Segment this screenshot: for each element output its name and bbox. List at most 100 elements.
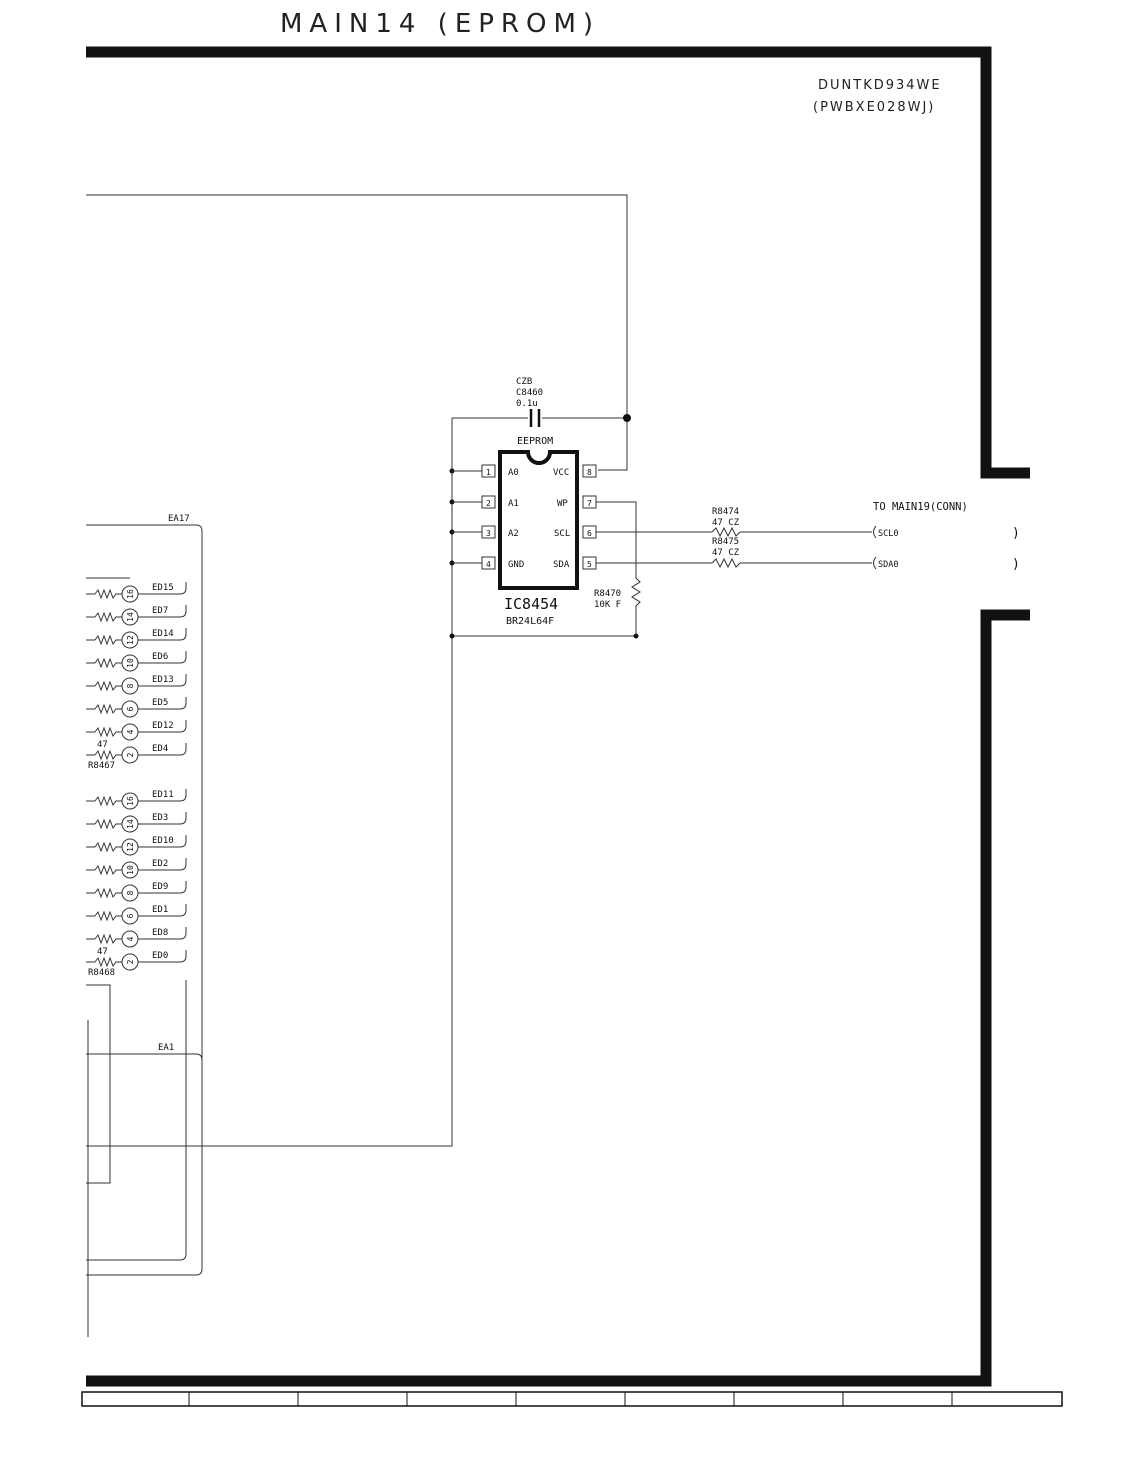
group2-line-ed9: 8 ED9	[86, 881, 187, 902]
pin-8-name: VCC	[553, 468, 569, 478]
capacitor-ref: C8460	[516, 388, 543, 398]
pin-5-name: SDA	[553, 560, 570, 570]
pin-4-num: 4	[486, 560, 491, 569]
pin-5-num: 5	[587, 560, 592, 569]
pin-num: 12	[126, 635, 135, 645]
group2-line-ed1: 6 ED1	[86, 904, 187, 925]
pin-7-num: 7	[587, 499, 592, 508]
bus-ea1: EA1	[158, 1043, 174, 1053]
r8467-ref: R8467	[88, 761, 115, 771]
r8474-value: 47 CZ	[712, 518, 740, 528]
pin-num: 2	[126, 959, 135, 964]
eeprom-ic: EEPROM IC8454 BR24L64F 1 2 3 4 A0 A1 A2 …	[452, 436, 597, 627]
pin-8-num: 8	[587, 468, 592, 477]
ground-rail	[86, 418, 639, 1147]
r8468-value: 47	[97, 947, 108, 957]
group1-line-ed6: 10 ED6	[86, 651, 187, 672]
ic-label-top: EEPROM	[517, 436, 553, 447]
pin-num: 4	[126, 936, 135, 941]
pin-num: 2	[126, 752, 135, 757]
connector-main19: TO MAIN19(CONN) SCL0 SDA0 ) )	[873, 501, 1020, 572]
pin-num: 16	[126, 589, 135, 599]
page-title: MAIN14 (EPROM)	[280, 9, 600, 39]
pin-1-num: 1	[486, 468, 491, 477]
capacitor-c8460: CZB C8460 0.1u	[516, 377, 543, 427]
pin-4-name: GND	[508, 560, 524, 570]
ic-part: BR24L64F	[506, 616, 554, 627]
group1-line-ed15: 16 ED15	[86, 582, 187, 603]
group2-line-ed11: 16 ED11	[86, 789, 187, 810]
pwb-id: (PWBXE028WJ)	[813, 100, 935, 115]
group2-line-ed2: 10 ED2	[86, 858, 187, 879]
group1-line-ed7: 14 ED7	[86, 605, 187, 626]
group2-line-ed10: 12 ED10	[86, 835, 187, 856]
signal-label: ED7	[152, 606, 168, 616]
data-bus-lines: 16ED1514ED712ED1410ED68ED136ED54ED122ED4…	[86, 582, 187, 971]
signal-label: ED11	[152, 790, 174, 800]
pin-2-num: 2	[486, 499, 491, 508]
pin-3-name: A2	[508, 529, 519, 539]
pin-num: 12	[126, 842, 135, 852]
bottom-grid-strip	[81, 1391, 1063, 1407]
r8468-ref: R8468	[88, 968, 115, 978]
signal-label: ED0	[152, 951, 168, 961]
pin-num: 4	[126, 729, 135, 734]
signal-label: ED9	[152, 882, 168, 892]
r8470-ref: R8470	[594, 589, 621, 599]
pin-6-name: SCL	[554, 529, 570, 539]
ic-ref: IC8454	[504, 595, 558, 613]
signal-label: ED8	[152, 928, 168, 938]
pin-num: 6	[126, 706, 135, 711]
signal-label: ED6	[152, 652, 168, 662]
sda-line: R8475 47 CZ	[596, 537, 872, 569]
signal-label: ED12	[152, 721, 174, 731]
group2-line-ed8: 4 ED8	[86, 927, 187, 948]
r8470-value: 10K F	[594, 600, 621, 610]
pin-7-name: WP	[557, 499, 568, 509]
pin-num: 16	[126, 796, 135, 806]
r8475-value: 47 CZ	[712, 548, 740, 558]
pin-num: 10	[126, 865, 135, 875]
group2-line-ed0: 2 ED0	[86, 950, 187, 971]
pin-2-name: A1	[508, 499, 519, 509]
capacitor-type: CZB	[516, 377, 532, 387]
signal-label: ED4	[152, 744, 168, 754]
r8467-value: 47	[97, 740, 108, 750]
group1-line-ed4: 2 ED4	[86, 743, 187, 764]
group1-line-ed12: 4 ED12	[86, 720, 187, 741]
board-id: DUNTKD934WE	[818, 78, 942, 93]
signal-label: ED13	[152, 675, 174, 685]
pin-1-name: A0	[508, 468, 519, 478]
signal-sda0: SDA0	[878, 560, 898, 570]
signal-label: ED10	[152, 836, 174, 846]
scl-line: R8474 47 CZ	[596, 507, 872, 538]
group1-line-ed14: 12 ED14	[86, 628, 187, 649]
signal-label: ED15	[152, 583, 174, 593]
pin-num: 14	[126, 819, 135, 829]
vcc-wire	[86, 194, 631, 471]
pin-6-num: 6	[587, 529, 592, 538]
signal-label: ED5	[152, 698, 168, 708]
svg-text:): )	[1012, 557, 1020, 572]
bus-ea17: EA17	[168, 514, 190, 524]
pin-num: 14	[126, 612, 135, 622]
pin-num: 10	[126, 658, 135, 668]
connector-label: TO MAIN19(CONN)	[873, 501, 968, 513]
pin-num: 8	[126, 890, 135, 895]
signal-label: ED2	[152, 859, 168, 869]
address-bus: EA17 EA1	[86, 514, 203, 1337]
r8474-ref: R8474	[712, 507, 739, 517]
sheet-frame	[86, 46, 1030, 1387]
group1-line-ed5: 6 ED5	[86, 697, 187, 718]
r8475-ref: R8475	[712, 537, 739, 547]
signal-label: ED1	[152, 905, 168, 915]
svg-text:): )	[1012, 526, 1020, 541]
signal-scl0: SCL0	[878, 529, 898, 539]
pin-num: 8	[126, 683, 135, 688]
signal-label: ED14	[152, 629, 174, 639]
pin-num: 6	[126, 913, 135, 918]
group1-line-ed13: 8 ED13	[86, 674, 187, 695]
capacitor-value: 0.1u	[516, 399, 538, 409]
